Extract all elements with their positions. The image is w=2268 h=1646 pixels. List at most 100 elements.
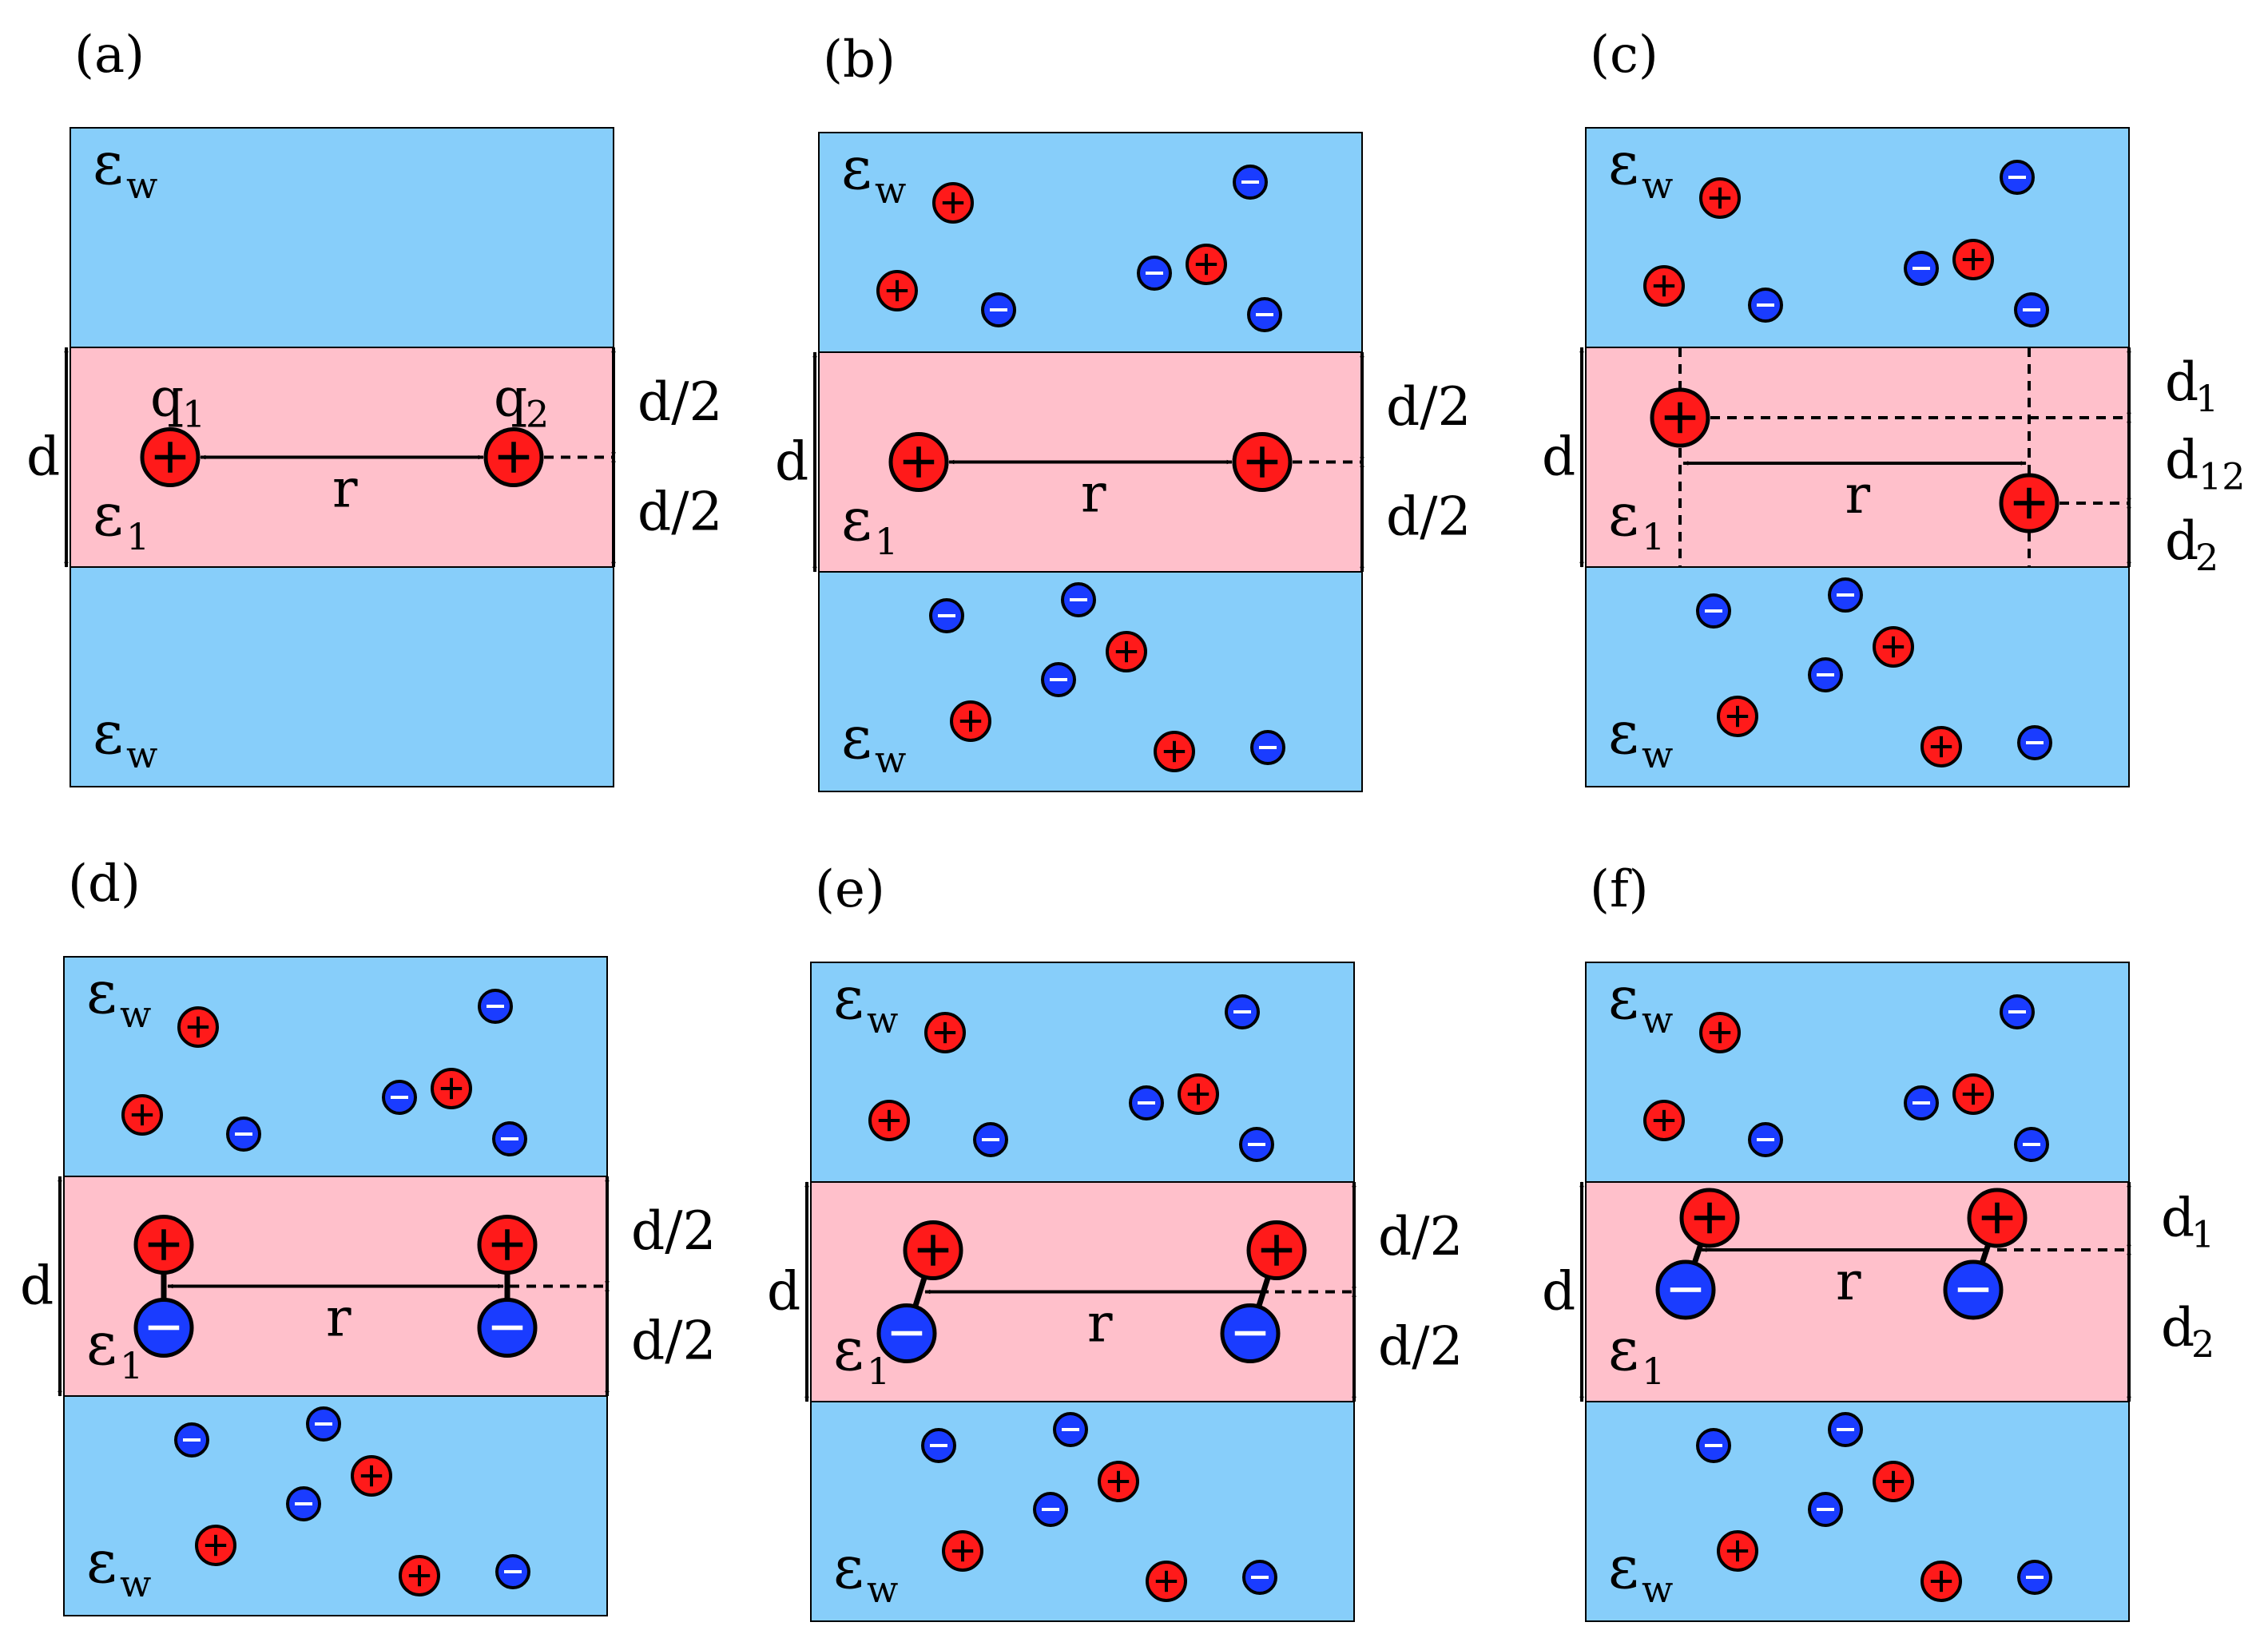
panel-label-e: (e) (815, 860, 885, 919)
salt-ion-top-b-1 (1233, 165, 1268, 200)
salt-ion-top-d-6 (492, 1121, 527, 1156)
panel-label-a: (a) (74, 26, 145, 85)
salt-ion-bottom-c-4-bar (1817, 673, 1834, 676)
salt-ion-top-d-5 (226, 1117, 261, 1152)
salt-ion-bottom-c-6-bar (2026, 741, 2044, 744)
salt-ion-top-c-3 (1904, 251, 1939, 286)
water-bottom-a (70, 566, 614, 787)
dipole-minus-f-0 (1655, 1259, 1716, 1320)
d1-label-f-sub: 1 (2191, 1213, 2214, 1256)
charge-1-b-vbar (916, 446, 921, 478)
half-label-top-a: d/2 (638, 371, 722, 433)
salt-ion-top-f-3 (1904, 1085, 1939, 1120)
dipole-plus-e-0-vbar (931, 1235, 935, 1266)
salt-ion-top-f-4-vbar (1972, 1083, 1975, 1105)
membrane-c (1585, 347, 2130, 568)
salt-ion-top-b-4-vbar (1205, 253, 1208, 276)
eps-w-bottom-b-main: ε (841, 704, 872, 772)
dipole-plus-e-1-vbar (1274, 1235, 1279, 1266)
dipole-plus-f-0-vbar (1707, 1202, 1712, 1234)
dipole-minus-d-0 (133, 1298, 194, 1358)
salt-ion-top-b-5 (981, 292, 1016, 327)
q1-label-a: q1 (150, 367, 205, 436)
salt-ion-top-b-5-bar (990, 308, 1007, 311)
salt-ion-top-c-5 (1748, 288, 1783, 323)
salt-ion-bottom-b-6 (1250, 730, 1285, 765)
salt-ion-bottom-f-6-bar (2026, 1576, 2044, 1579)
salt-ion-bottom-e-4 (1033, 1492, 1068, 1527)
salt-ion-bottom-c-1 (1828, 577, 1863, 613)
thickness-label-e: d (767, 1261, 800, 1323)
distance-label-b: r (1081, 463, 1106, 525)
d1-label-f: d1 (2161, 1188, 2214, 1256)
salt-ion-top-c-0-vbar (1718, 187, 1722, 209)
salt-ion-bottom-f-4 (1808, 1492, 1843, 1527)
salt-ion-top-f-1 (2000, 994, 2035, 1029)
salt-ion-bottom-e-1-bar (1062, 1428, 1079, 1431)
half-label-bottom-e: d/2 (1378, 1315, 1463, 1377)
salt-ion-top-e-0-vbar (943, 1021, 947, 1044)
salt-ion-bottom-d-1 (306, 1406, 341, 1442)
salt-ion-bottom-c-1-bar (1837, 593, 1854, 597)
eps-1-b-sub: 1 (875, 520, 898, 563)
salt-ion-top-e-2-vbar (888, 1109, 891, 1132)
salt-ion-top-e-5 (973, 1122, 1008, 1157)
salt-ion-bottom-f-1 (1828, 1412, 1863, 1447)
salt-ion-bottom-c-0 (1696, 593, 1731, 629)
charge-1-c (1650, 387, 1710, 448)
salt-ion-bottom-f-3-vbar (1736, 1540, 1739, 1562)
salt-ion-bottom-b-4 (1041, 662, 1076, 697)
q2-label-a: q2 (494, 367, 549, 436)
salt-ion-top-f-5 (1748, 1122, 1783, 1157)
eps-1-a-sub: 1 (126, 515, 149, 558)
half-label-bottom-a: d/2 (638, 481, 722, 542)
salt-ion-top-f-4 (1952, 1073, 1994, 1115)
thickness-label-d: d (20, 1255, 54, 1317)
dipole-plus-f-1 (1967, 1188, 2028, 1248)
q2-label-a-main: q (494, 367, 527, 429)
salt-ion-top-b-3 (1137, 256, 1172, 291)
dipole-plus-d-0 (133, 1215, 194, 1275)
salt-ion-top-c-4-vbar (1972, 248, 1975, 271)
salt-ion-top-c-6 (2014, 292, 2049, 327)
d2-label-f: d2 (2161, 1297, 2214, 1366)
salt-ion-top-b-0-vbar (951, 192, 955, 214)
salt-ion-bottom-b-1-bar (1070, 598, 1087, 601)
salt-ion-top-e-0 (924, 1012, 966, 1053)
salt-ion-top-f-6 (2014, 1127, 2049, 1162)
eps-w-top-a-sub: w (126, 164, 157, 207)
salt-ion-bottom-e-2-vbar (1117, 1470, 1120, 1493)
eps-1-b-main: ε (841, 486, 872, 554)
salt-ion-top-f-0 (1699, 1012, 1741, 1053)
salt-ion-top-f-5-bar (1757, 1138, 1774, 1141)
charge-2-a (483, 427, 544, 487)
dipole-minus-f-1-bar (1957, 1287, 1989, 1292)
eps-1-c-main: ε (1608, 481, 1638, 549)
salt-ion-top-d-4-vbar (450, 1077, 453, 1100)
eps-1-f-sub: 1 (1642, 1350, 1665, 1393)
salt-ion-top-c-1-bar (2008, 176, 2026, 179)
salt-ion-bottom-c-5 (1920, 726, 1962, 767)
salt-ion-bottom-b-3-vbar (969, 710, 972, 732)
q1-label-a-main: q (150, 367, 184, 429)
salt-ion-bottom-d-2 (351, 1455, 392, 1497)
salt-ion-bottom-d-2-vbar (370, 1465, 373, 1487)
salt-ion-top-d-0-vbar (197, 1016, 200, 1038)
eps-w-top-b-main: ε (841, 134, 872, 203)
d2-label-f-main: d (2161, 1297, 2195, 1358)
salt-ion-top-d-2-vbar (141, 1104, 144, 1126)
dipole-plus-f-1-vbar (1995, 1202, 2000, 1234)
salt-ion-bottom-d-1-bar (315, 1422, 332, 1426)
dipole-plus-e-0 (903, 1220, 963, 1280)
charge-2-b-vbar (1260, 446, 1265, 478)
